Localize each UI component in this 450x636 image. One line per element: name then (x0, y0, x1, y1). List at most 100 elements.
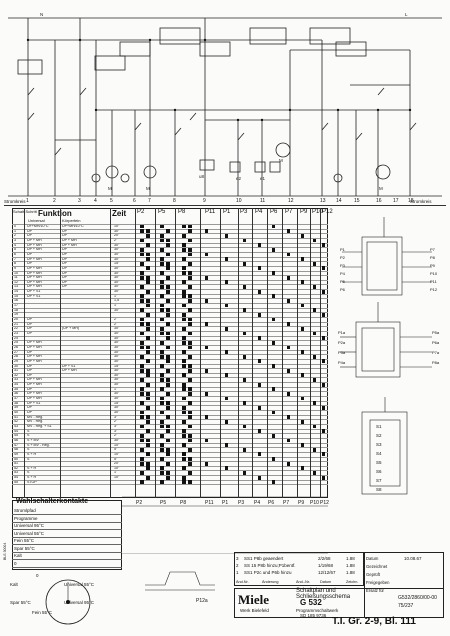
contact-closed-mark (272, 364, 275, 368)
column-number: 18 (408, 198, 414, 204)
row-step: 1 (14, 228, 16, 233)
revision-block (234, 552, 364, 586)
contact-closed-mark (205, 299, 208, 303)
contact-closed-mark (182, 443, 186, 447)
contact-closed-mark (182, 410, 186, 415)
contact-closed-mark (166, 308, 170, 313)
contact-closed-mark (225, 396, 228, 401)
contact-closed-mark (182, 257, 186, 261)
row-time: 30° (114, 330, 120, 335)
contact-closed-mark (166, 415, 170, 420)
row-time: 15° (114, 400, 120, 405)
row-function-universal: MV - Reg. + S1 (27, 423, 52, 428)
row-step: 5 (14, 247, 16, 252)
contact-closed-mark (313, 424, 316, 429)
contact-group-p6: P6 (270, 209, 278, 215)
contact-closed-mark (182, 452, 186, 457)
switch-bottom-label: S7 (376, 478, 382, 483)
contact-closed-mark (243, 378, 246, 382)
contact-closed-mark (313, 238, 316, 243)
contact-closed-mark (166, 261, 170, 266)
contact-group-p4: P4 (255, 209, 263, 215)
switch-top-label: P5 (340, 279, 345, 284)
contact-closed-mark (166, 322, 170, 327)
column-number: 6 (133, 198, 136, 204)
contact-closed-mark (160, 364, 164, 368)
contact-closed-mark (301, 280, 304, 285)
contact-closed-mark (146, 280, 150, 285)
bottom-code: P7 (283, 500, 290, 506)
revision-index: 1 (236, 570, 239, 575)
contact-closed-mark (166, 229, 170, 234)
row-function-universal: UP + MH (27, 396, 42, 401)
row-step: 3 (14, 237, 16, 242)
contact-closed-mark (272, 224, 275, 229)
row-step: 20 (14, 317, 18, 321)
revision-header-cell: Änd.Nr. (236, 580, 249, 584)
contact-closed-mark (258, 289, 261, 294)
row-function-universal: UP + MH (27, 242, 42, 247)
contact-closed-mark (140, 294, 144, 299)
contact-closed-mark (140, 299, 144, 303)
contact-closed-mark (140, 471, 144, 475)
column-number: 4 (94, 198, 97, 204)
column-number: 12 (288, 198, 294, 204)
contact-closed-mark (182, 294, 186, 299)
contact-closed-mark (146, 266, 150, 271)
contact-closed-mark (160, 233, 164, 238)
row-function-universal: UP + S1 (27, 289, 41, 294)
contact-closed-mark (182, 271, 186, 275)
row-step: 50 (14, 456, 18, 461)
svg-text:e1: e1 (260, 176, 266, 181)
row-step: 18 (14, 307, 18, 312)
contact-closed-mark (243, 308, 246, 313)
contact-closed-mark (182, 405, 186, 410)
row-step: 12 (14, 279, 18, 284)
contact-closed-mark (287, 415, 290, 420)
contact-closed-mark (243, 238, 246, 243)
contact-closed-mark (322, 452, 325, 457)
contact-closed-mark (182, 317, 186, 322)
contact-closed-mark (182, 433, 186, 438)
row-function-fein: UP (62, 261, 67, 266)
contact-closed-mark (188, 480, 192, 485)
svg-text:L: L (405, 12, 408, 17)
row-function-universal: UP + MH (27, 391, 42, 396)
contact-closed-mark (188, 433, 192, 438)
contact-closed-mark (188, 401, 192, 406)
row-time: 30° (114, 228, 120, 233)
revision-header-cell: Datum (320, 580, 332, 584)
contact-closed-mark (322, 359, 325, 364)
contact-closed-mark (272, 271, 275, 275)
contact-closed-mark (140, 410, 144, 415)
stromkreis-right-label: Stromkreis (410, 199, 432, 204)
contact-closed-mark (188, 261, 192, 266)
svg-text:M: M (379, 186, 383, 191)
contact-closed-mark (160, 280, 164, 285)
contact-closed-mark (188, 447, 192, 452)
row-step: 24 (14, 335, 18, 340)
titleblock-label: Ersatz für (366, 588, 384, 593)
contact-closed-mark (166, 447, 170, 452)
contact-closed-mark (182, 340, 186, 345)
contact-closed-mark (146, 326, 150, 331)
contact-closed-mark (146, 229, 150, 234)
row-function-fein: UP (62, 284, 67, 289)
grid-vline (267, 208, 268, 498)
row-time: 1' (114, 470, 117, 475)
row-time: 30° (114, 307, 120, 312)
contact-closed-mark (146, 345, 150, 350)
row-function-universal: UP + MH (27, 256, 42, 261)
contact-closed-mark (160, 457, 164, 461)
row-function-universal: UP + MH (27, 344, 42, 349)
contact-closed-mark (188, 340, 192, 345)
grid-vline (175, 208, 176, 498)
contact-closed-mark (160, 350, 164, 354)
contact-closed-mark (182, 419, 186, 424)
row-time: 30° (114, 344, 120, 349)
row-function-universal: UP (27, 326, 32, 331)
contact-closed-mark (188, 415, 192, 420)
switch-mid-label: P5a (432, 330, 440, 335)
contact-closed-mark (188, 378, 192, 382)
